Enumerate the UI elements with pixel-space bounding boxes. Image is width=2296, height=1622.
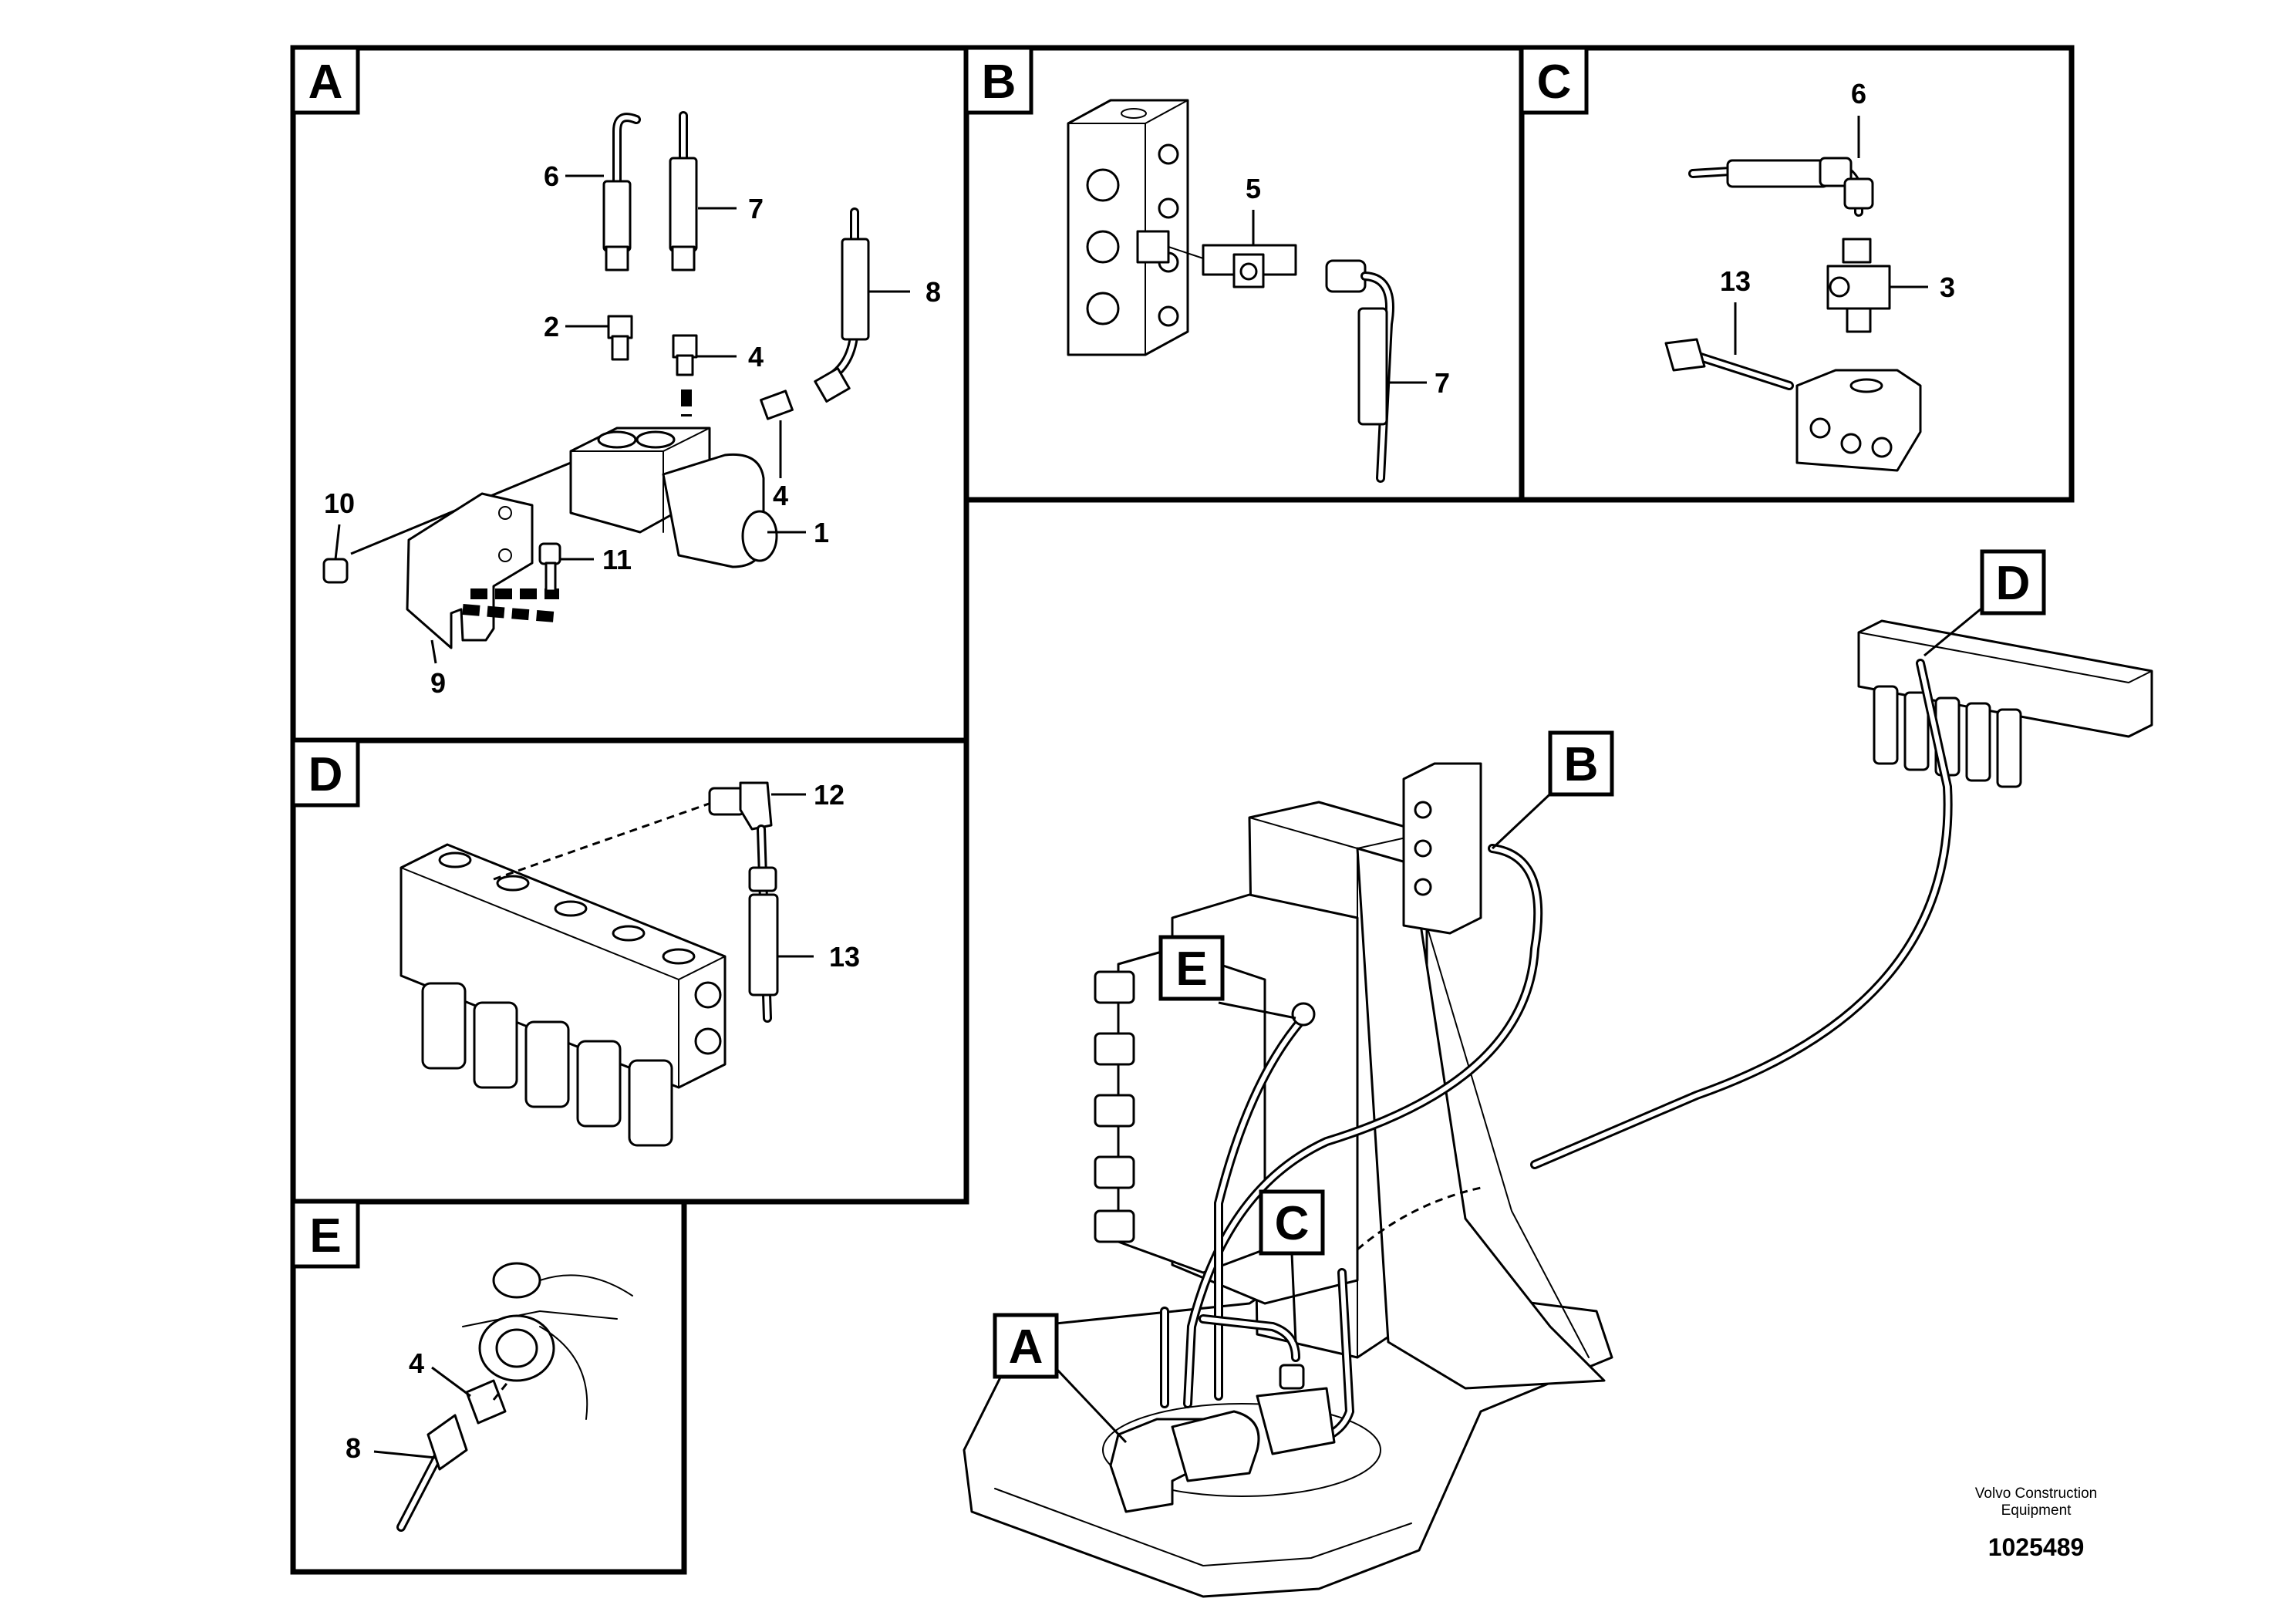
- overview-marker-b-label: B: [1564, 738, 1599, 791]
- panel-e-letter: E: [309, 1209, 341, 1263]
- overview-marker-c-label: C: [1275, 1197, 1310, 1250]
- panel-e-letter-box: [291, 1199, 360, 1269]
- brand-line-2: Equipment: [2001, 1502, 2072, 1519]
- callout-b-7: 7: [1435, 367, 1450, 399]
- callout-d-12: 12: [814, 779, 845, 811]
- manifold-bolts: [438, 851, 696, 965]
- panel-b: B 5 7: [963, 45, 1525, 503]
- callout-d-13: 13: [829, 941, 860, 973]
- overview-marker-a: A: [993, 1313, 1128, 1444]
- panel-a-letter: A: [308, 56, 343, 109]
- panel-e: E 4 8: [290, 1199, 687, 1575]
- brand-label: Volvo Construction Equipment: [1944, 1485, 2129, 1519]
- callout-b-5: 5: [1246, 173, 1261, 204]
- overview-marker-d: D: [1923, 549, 2046, 657]
- overview-marker-c: C: [1259, 1189, 1325, 1343]
- callout-a-9: 9: [430, 667, 446, 699]
- panel-d-letter-box: [291, 738, 360, 808]
- overview-marker-a-label: A: [1009, 1320, 1043, 1374]
- callout-c-6: 6: [1851, 78, 1866, 110]
- callout-e-4: 4: [409, 1347, 424, 1379]
- overview-marker-e: E: [1158, 935, 1296, 1020]
- panel-b-letter-box: [964, 46, 1033, 115]
- callout-c-13: 13: [1720, 265, 1751, 297]
- panel-c-letter: C: [1537, 56, 1572, 109]
- panel-d-letter: D: [308, 748, 343, 801]
- callout-a-6: 6: [544, 160, 559, 192]
- callout-a-4-lower: 4: [773, 480, 788, 511]
- panel-a: A: [290, 45, 969, 744]
- callout-e-8: 8: [346, 1432, 361, 1464]
- callout-a-1: 1: [814, 517, 829, 548]
- callout-a-8: 8: [925, 276, 941, 308]
- overview-spool-caps: [1094, 970, 1135, 1243]
- overview-marker-e-label: E: [1175, 943, 1207, 996]
- overview-d-cartridges: [1873, 685, 2022, 788]
- overview-marker-d-label: D: [1996, 557, 2031, 610]
- callout-a-11: 11: [602, 544, 632, 575]
- callout-a-10: 10: [324, 487, 355, 519]
- callout-c-3: 3: [1940, 271, 1955, 303]
- panel-d: D 12 13: [290, 737, 969, 1205]
- overview-assembly: A B C D E: [963, 549, 2153, 1598]
- callout-a-2: 2: [544, 311, 559, 342]
- callout-a-4-upper: 4: [748, 341, 764, 373]
- valve-cartridges: [421, 982, 673, 1147]
- panel-c-letter-box: [1519, 46, 1589, 115]
- callout-a-7: 7: [748, 193, 764, 224]
- overview-marker-b: B: [1491, 730, 1614, 850]
- panel-a-letter-box: [291, 46, 360, 115]
- drawing-id: 1025489: [1988, 1533, 2085, 1561]
- panel-c: C 6 3 13: [1519, 45, 2075, 503]
- brand-line-1: Volvo Construction: [1974, 1485, 2098, 1502]
- panel-b-letter: B: [982, 56, 1017, 109]
